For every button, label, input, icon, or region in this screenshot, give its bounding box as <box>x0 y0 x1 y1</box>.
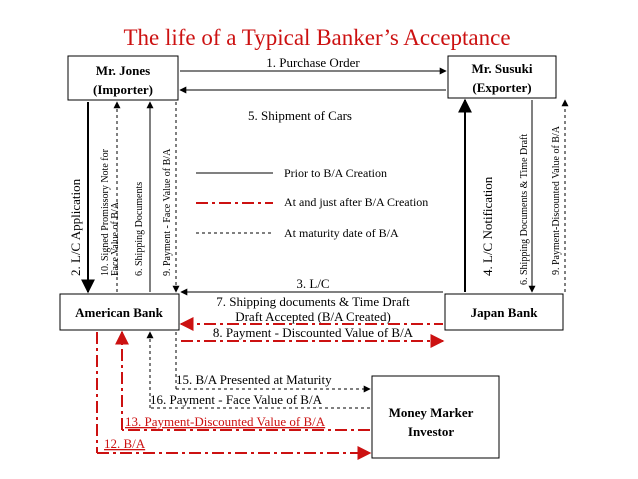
exporter-name: Mr. Susuki <box>472 61 533 76</box>
importer-name: Mr. Jones <box>96 63 150 78</box>
label-lc: 3. L/C <box>296 276 329 291</box>
legend: Prior to B/A Creation At and just after … <box>196 166 428 240</box>
label-payment-discounted: 8. Payment - Discounted Value of B/A <box>213 325 414 340</box>
investor-line2: Investor <box>408 424 454 439</box>
japan-bank-box: Japan Bank <box>444 293 564 331</box>
american-bank-label: American Bank <box>75 305 164 320</box>
investor-box: Money Marker Investor <box>371 375 500 459</box>
exporter-box: Mr. Susuki (Exporter) <box>447 55 557 99</box>
label-shipping-docs-right: 6. Shipping Documents & Time Draft <box>519 134 530 285</box>
american-bank-box: American Bank <box>59 293 180 331</box>
legend-label-maturity: At maturity date of B/A <box>284 226 399 240</box>
label-payment-discounted-inv: 13. Payment-Discounted Value of B/A <box>125 414 326 429</box>
label-draft-accepted: Draft Accepted (B/A Created) <box>235 309 391 324</box>
label-promissory-line1: 10. Signed Promissory Note for <box>100 148 111 276</box>
label-lc-application: 2. L/C Application <box>68 178 83 276</box>
importer-box: Mr. Jones (Importer) <box>67 55 179 101</box>
importer-role: (Importer) <box>93 82 153 97</box>
label-shipment-cars: 5. Shipment of Cars <box>248 108 352 123</box>
label-payment-face: 16. Payment - Face Value of B/A <box>150 392 323 407</box>
label-payment-face-left: 9. Payment - Face Value of B/A <box>162 148 173 276</box>
japan-bank-label: Japan Bank <box>471 305 539 320</box>
legend-label-at-after: At and just after B/A Creation <box>284 195 428 209</box>
label-promissory-line2: Face Value of B/A <box>110 201 121 276</box>
diagram-title: The life of a Typical Banker’s Acceptanc… <box>123 25 510 50</box>
label-lc-notification: 4. L/C Notification <box>480 176 495 276</box>
label-shipping-docs-left: 6. Shipping Documents <box>134 182 145 276</box>
label-ba: 12. B/A <box>104 436 146 451</box>
investor-line1: Money Marker <box>389 405 474 420</box>
exporter-role: (Exporter) <box>472 80 531 95</box>
label-shipping-time-draft: 7. Shipping documents & Time Draft <box>216 294 410 309</box>
label-purchase-order: 1. Purchase Order <box>266 55 360 70</box>
label-payment-discounted-right: 9. Payment-Discounted Value of B/A <box>551 125 562 275</box>
label-ba-presented: 15. B/A Presented at Maturity <box>176 372 332 387</box>
legend-label-prior: Prior to B/A Creation <box>284 166 387 180</box>
